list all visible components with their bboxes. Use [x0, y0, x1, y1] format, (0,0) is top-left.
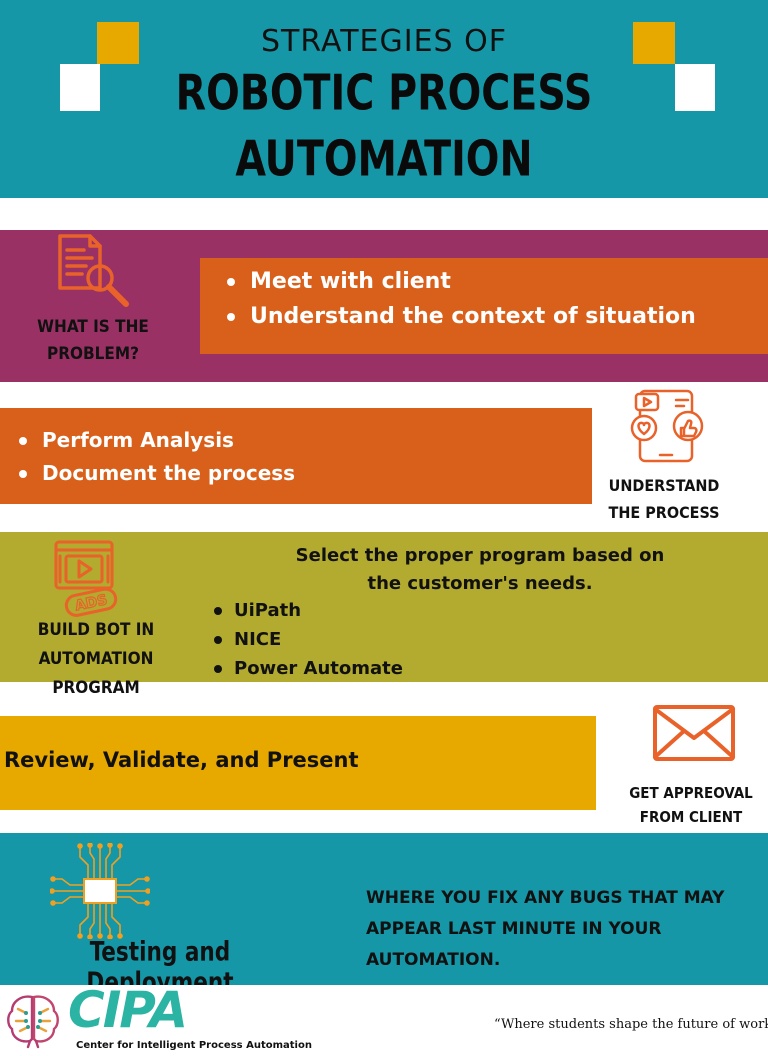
step-4-box: Review, Validate, and Present — [0, 716, 596, 810]
step-4-text: Review, Validate, and Present — [4, 748, 359, 772]
decor-square-yellow-right — [633, 22, 675, 64]
step-3-bullet: Power Automate — [212, 654, 403, 683]
video-ads-icon: ADS — [54, 540, 118, 617]
step-1-bullet: Meet with client — [224, 264, 696, 299]
step-3-intro: Select the proper program based on the c… — [295, 545, 665, 594]
step-2-bullet: Document the process — [16, 457, 295, 490]
cipa-logo: CIPA — [68, 981, 188, 1039]
svg-text:ADS: ADS — [74, 592, 109, 614]
title-line-3: AUTOMATION — [235, 130, 533, 189]
step-1-label: WHAT IS THE PROBLEM? — [37, 317, 149, 364]
step-3-bullet: NICE — [212, 625, 403, 654]
social-media-icon — [630, 389, 704, 463]
step-2-label: UNDERSTAND THE PROCESS — [608, 476, 720, 522]
brain-icon — [7, 995, 59, 1049]
decor-square-white-left — [60, 64, 100, 111]
step-1-problem: WHAT IS THE PROBLEM? Meet with client Un… — [0, 230, 768, 382]
step-3-bullet: UiPath — [212, 596, 403, 625]
footer-quote: “Where students shape the future of work… — [494, 1017, 768, 1032]
step-3-label: BUILD BOT IN AUTOMATION PROGRAM — [37, 620, 155, 698]
footer: CIPA Center for Intelligent Process Auto… — [0, 985, 768, 1056]
step-4-label: GET APPREOVAL FROM CLIENT — [629, 784, 753, 826]
title-line-1: STRATEGIES OF — [261, 24, 507, 59]
title-line-2: ROBOTIC PROCESS — [175, 64, 593, 123]
step-5-text: WHERE YOU FIX ANY BUGS THAT MAY APPEAR L… — [366, 888, 725, 970]
circuit-chip-icon — [50, 843, 150, 939]
header-banner: STRATEGIES OF ROBOTIC PROCESS AUTOMATION — [0, 0, 768, 198]
step-1-bullet: Understand the context of situation — [224, 299, 696, 334]
step-3-build: ADS BUILD BOT IN AUTOMATION PROGRAM Sele… — [0, 532, 768, 698]
decor-square-white-right — [675, 64, 715, 111]
step-5-testing: Testing and Deployment WHERE YOU FIX ANY… — [0, 833, 768, 998]
step-2-box: Perform Analysis Document the process — [0, 408, 592, 504]
cipa-logo-subtitle: Center for Intelligent Process Automatio… — [76, 1040, 312, 1051]
envelope-icon — [653, 705, 735, 761]
step-2-bullet: Perform Analysis — [16, 424, 295, 457]
decor-square-yellow-left — [97, 22, 139, 64]
step-1-box: Meet with client Understand the context … — [200, 258, 768, 354]
document-search-icon — [58, 234, 129, 307]
